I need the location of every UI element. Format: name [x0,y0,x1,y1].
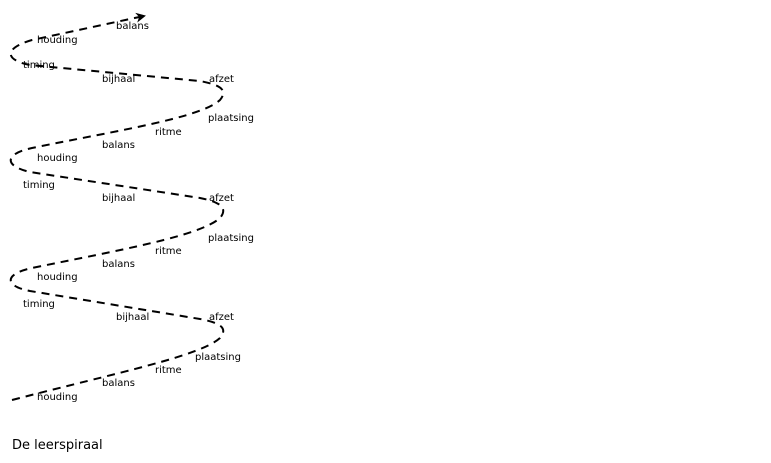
spiral-label: balans [102,140,135,151]
spiral-label: afzet [209,74,234,85]
spiral-label: timing [23,299,55,310]
spiral-label: plaatsing [195,352,241,363]
spiral-label: afzet [209,312,234,323]
spiral-label: ritme [155,127,182,138]
spiral-label: ritme [155,246,182,257]
spiral-label: timing [23,180,55,191]
spiral-label: plaatsing [208,233,254,244]
spiral-label: houding [37,35,78,46]
spiral-label: houding [37,272,78,283]
spiral-label: plaatsing [208,113,254,124]
spiral-label: balans [116,21,149,32]
spiral-label: balans [102,378,135,389]
spiral-label: houding [37,392,78,403]
spiral-label: ritme [155,365,182,376]
spiral-label: bijhaal [102,74,136,85]
spiral-label: houding [37,153,78,164]
spiral-path [9,12,225,401]
spiral-label: bijhaal [116,312,150,323]
spiral-label: bijhaal [102,193,136,204]
spiral-label: afzet [209,193,234,204]
spiral-label: timing [23,60,55,71]
diagram-caption: De leerspiraal [12,438,103,453]
spiral-label: balans [102,259,135,270]
